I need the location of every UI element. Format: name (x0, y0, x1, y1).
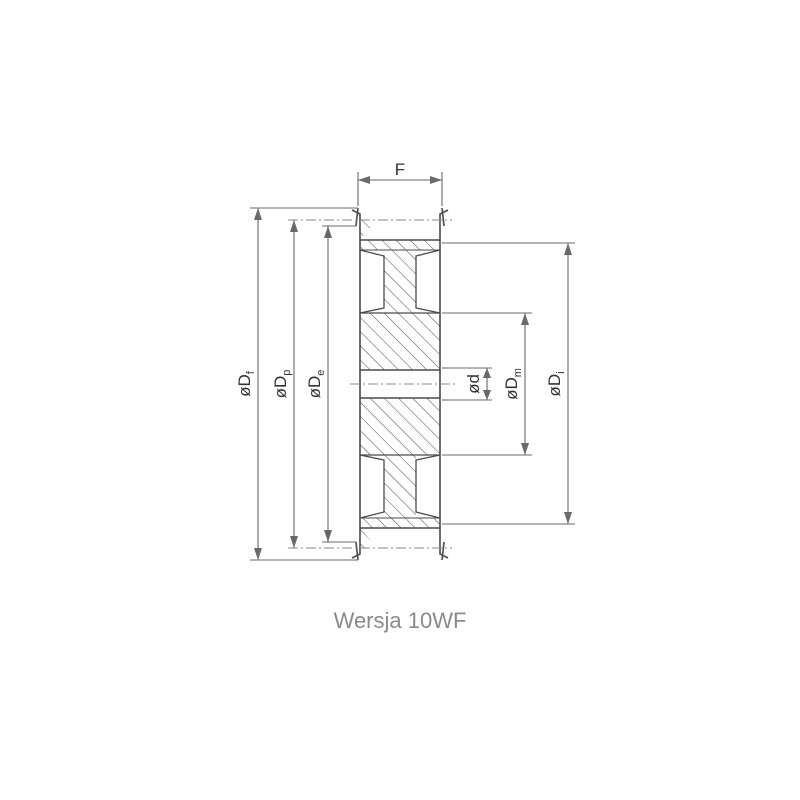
outside-diameter-label: øDe (305, 370, 327, 399)
dimension-lines (254, 176, 572, 560)
width-label: F (395, 160, 405, 179)
center-lines (288, 219, 455, 549)
bore-diameter-label: ød (464, 374, 483, 394)
section-hatching (360, 214, 440, 554)
hub-diameter-label: øDm (502, 368, 524, 400)
flange-diameter-label: øDf (235, 370, 257, 397)
inner-diameter-label: øDi (545, 371, 567, 396)
version-caption: Wersja 10WF (333, 608, 467, 633)
pitch-diameter-label: øDp (271, 370, 293, 399)
